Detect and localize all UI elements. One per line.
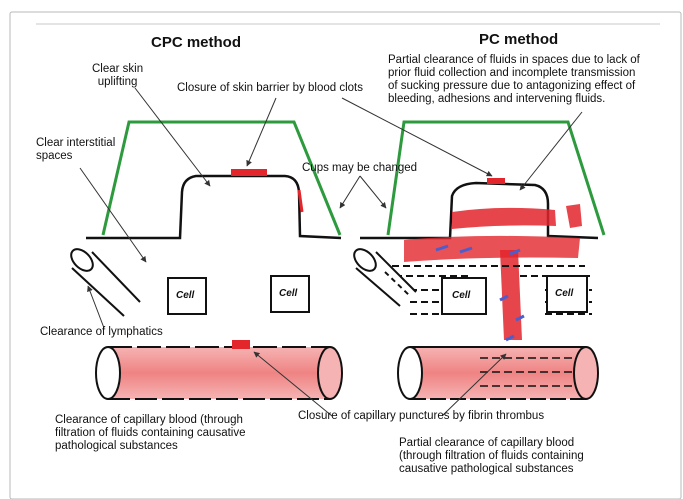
header-pc: PC method <box>479 31 559 48</box>
pc-capillary-left-end <box>397 346 423 400</box>
pc-skin-line <box>360 181 599 240</box>
label-partial-fluids: Partial clearance of fluids in spaces du… <box>388 54 640 105</box>
arrow-fibrin-cpc <box>253 351 333 417</box>
outer-border <box>9 11 682 499</box>
arrow-cups-pc <box>359 175 387 209</box>
label-capillary: Clearance of capillary blood (through fi… <box>55 414 246 452</box>
cpc-lymph-bottom <box>71 267 125 317</box>
cell-label-2: Cell <box>279 288 298 299</box>
pc-lymph-bottom <box>355 267 401 307</box>
arrow-closure-skin-pc <box>341 97 493 177</box>
pc-bleed-vertical <box>500 250 522 340</box>
cell-label-3: Cell <box>452 290 471 301</box>
pc-capillary-right-end <box>573 346 599 400</box>
pc-skin-clot <box>487 178 505 184</box>
arrow-partial-fluids <box>519 111 583 191</box>
header-cpc: CPC method <box>151 34 241 51</box>
pc-lymph-top <box>375 251 417 293</box>
arrow-fibrin-pc <box>441 353 507 417</box>
cpc-skin-edge-red <box>297 189 304 213</box>
arrow-clear-skin <box>134 87 211 187</box>
pc-cell-1 <box>441 277 487 315</box>
pc-bleed-2 <box>404 235 580 262</box>
cpc-capillary-left-end <box>95 346 121 400</box>
pc-cup <box>386 120 606 236</box>
arrow-cups-cpc <box>339 175 361 209</box>
label-cups: Cups may be changed <box>302 162 418 174</box>
label-fibrin: Closure of capillary punctures by fibrin… <box>298 410 545 422</box>
pc-capillary-inner-dashes <box>480 357 580 387</box>
cpc-cell-2 <box>270 275 310 313</box>
pc-capillary-fill <box>410 347 586 399</box>
pc-bleed-side <box>566 204 582 228</box>
arrow-closure-skin-cpc <box>246 97 277 167</box>
arrow-lymphatics <box>87 285 105 329</box>
label-lymphatics: Clearance of lymphatics <box>40 326 163 338</box>
pc-cell-2 <box>546 275 588 313</box>
label-partial-capillary: Partial clearance of capillary blood (th… <box>399 437 584 475</box>
cpc-cup <box>101 120 342 236</box>
pc-bleed-1 <box>452 207 556 229</box>
cell-label-1: Cell <box>176 290 195 301</box>
label-closure-skin: Closure of skin barrier by blood clots <box>177 82 363 94</box>
cpc-lymph-top <box>91 251 141 303</box>
pc-lymph-end <box>353 248 377 272</box>
cell-label-4: Cell <box>555 288 574 299</box>
cpc-capillary-fill <box>108 347 330 399</box>
label-clear-skin: Clear skin uplifting <box>92 63 144 88</box>
arrow-interstitial <box>79 167 147 263</box>
label-interstitial: Clear interstitial spaces <box>36 137 116 162</box>
cpc-lymph-end <box>70 248 94 272</box>
pc-lymph-dashes <box>384 271 411 297</box>
cpc-capillary-right-end <box>317 346 343 400</box>
cpc-cell-1 <box>167 277 207 315</box>
cpc-skin-clot <box>231 169 267 176</box>
cpc-capillary-clot <box>232 340 250 349</box>
